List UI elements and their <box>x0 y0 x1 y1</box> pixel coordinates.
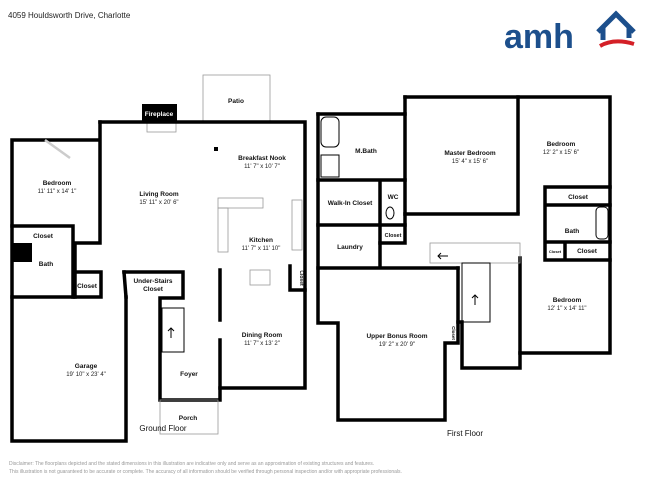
room-label-under-stairs-closet: Under-Stairs <box>133 278 172 285</box>
room-label-closet: Closet <box>451 326 456 340</box>
disclaimer-line-2: This illustration is not guaranteed to b… <box>9 469 402 475</box>
room-label-closet: Closet <box>549 249 562 254</box>
room-label-closet: Closet <box>577 248 598 255</box>
room-label-kitchen: Kitchen <box>249 237 273 244</box>
room-label-laundry: Laundry <box>337 244 363 251</box>
house-icon <box>596 10 636 40</box>
swoosh-icon <box>599 39 635 48</box>
room-dim-upper-bonus-room: 19' 2" x 20' 9" <box>379 342 415 348</box>
room-label-porch: Porch <box>179 415 197 422</box>
amh-logo: amh <box>504 8 644 56</box>
ground-floor-plan: Fireplace Patio Bedroom 11' 11" x 14' 1"… <box>10 74 307 443</box>
first-floor-plan: M.Bath Master Bedroom 15' 4" x 15' 6" Be… <box>316 95 612 438</box>
room-label-under-stairs-closet-line2: Closet <box>143 286 164 293</box>
room-label-bath: Bath <box>39 261 53 268</box>
room-dim-bedroom: 12' 1" x 14' 11" <box>547 306 586 312</box>
room-label-bedroom: Bedroom <box>553 297 582 304</box>
room-label-closet: Closet <box>298 270 304 286</box>
room-label-closet: Closet <box>385 233 402 239</box>
disclaimer-line-1: Disclaimer: The floorplans depicted and … <box>9 461 375 467</box>
floor-title-ground: Ground Floor <box>139 424 186 433</box>
logo-text: amh <box>504 18 574 54</box>
room-dim-bedroom: 12' 2" x 15' 6" <box>543 150 579 156</box>
room-dim-living-room: 15' 11" x 20' 6" <box>139 200 178 206</box>
room-label-dining-room: Dining Room <box>242 332 283 339</box>
room-label-living-room: Living Room <box>139 191 179 198</box>
room-dim-master-bedroom: 15' 4" x 15' 6" <box>452 159 488 165</box>
room-label-m-bath: M.Bath <box>355 148 377 155</box>
room-label-wc: WC <box>388 194 399 201</box>
room-dim-kitchen: 11' 7" x 11' 10" <box>242 246 281 252</box>
room-label-garage: Garage <box>75 363 98 370</box>
room-label-closet: Closet <box>77 283 98 290</box>
room-label-master-bedroom: Master Bedroom <box>444 150 496 157</box>
room-dim-garage: 19' 10" x 23' 4" <box>66 372 106 378</box>
room-dim-breakfast-nook: 11' 7" x 10' 7" <box>244 164 280 170</box>
room-label-upper-bonus-room: Upper Bonus Room <box>366 333 427 340</box>
floor-title-first: First Floor <box>447 429 483 438</box>
room-label-bedroom: Bedroom <box>43 180 72 187</box>
room-label-closet: Closet <box>568 194 589 201</box>
room-dim-bedroom: 11' 11" x 14' 1" <box>38 189 77 195</box>
room-label-bath: Bath <box>565 228 579 235</box>
room-label-closet: Closet <box>33 233 54 240</box>
room-label-bedroom: Bedroom <box>547 141 576 148</box>
room-label-fireplace: Fireplace <box>145 111 174 118</box>
room-label-foyer: Foyer <box>180 371 198 378</box>
property-address: 4059 Houldsworth Drive, Charlotte <box>8 11 131 20</box>
room-label-walk-in-closet: Walk-In Closet <box>328 200 373 207</box>
room-label-breakfast-nook: Breakfast Nook <box>238 155 286 162</box>
room-dim-dining-room: 11' 7" x 13' 2" <box>244 341 280 347</box>
room-label-patio: Patio <box>228 98 244 105</box>
fireplace <box>142 104 177 122</box>
